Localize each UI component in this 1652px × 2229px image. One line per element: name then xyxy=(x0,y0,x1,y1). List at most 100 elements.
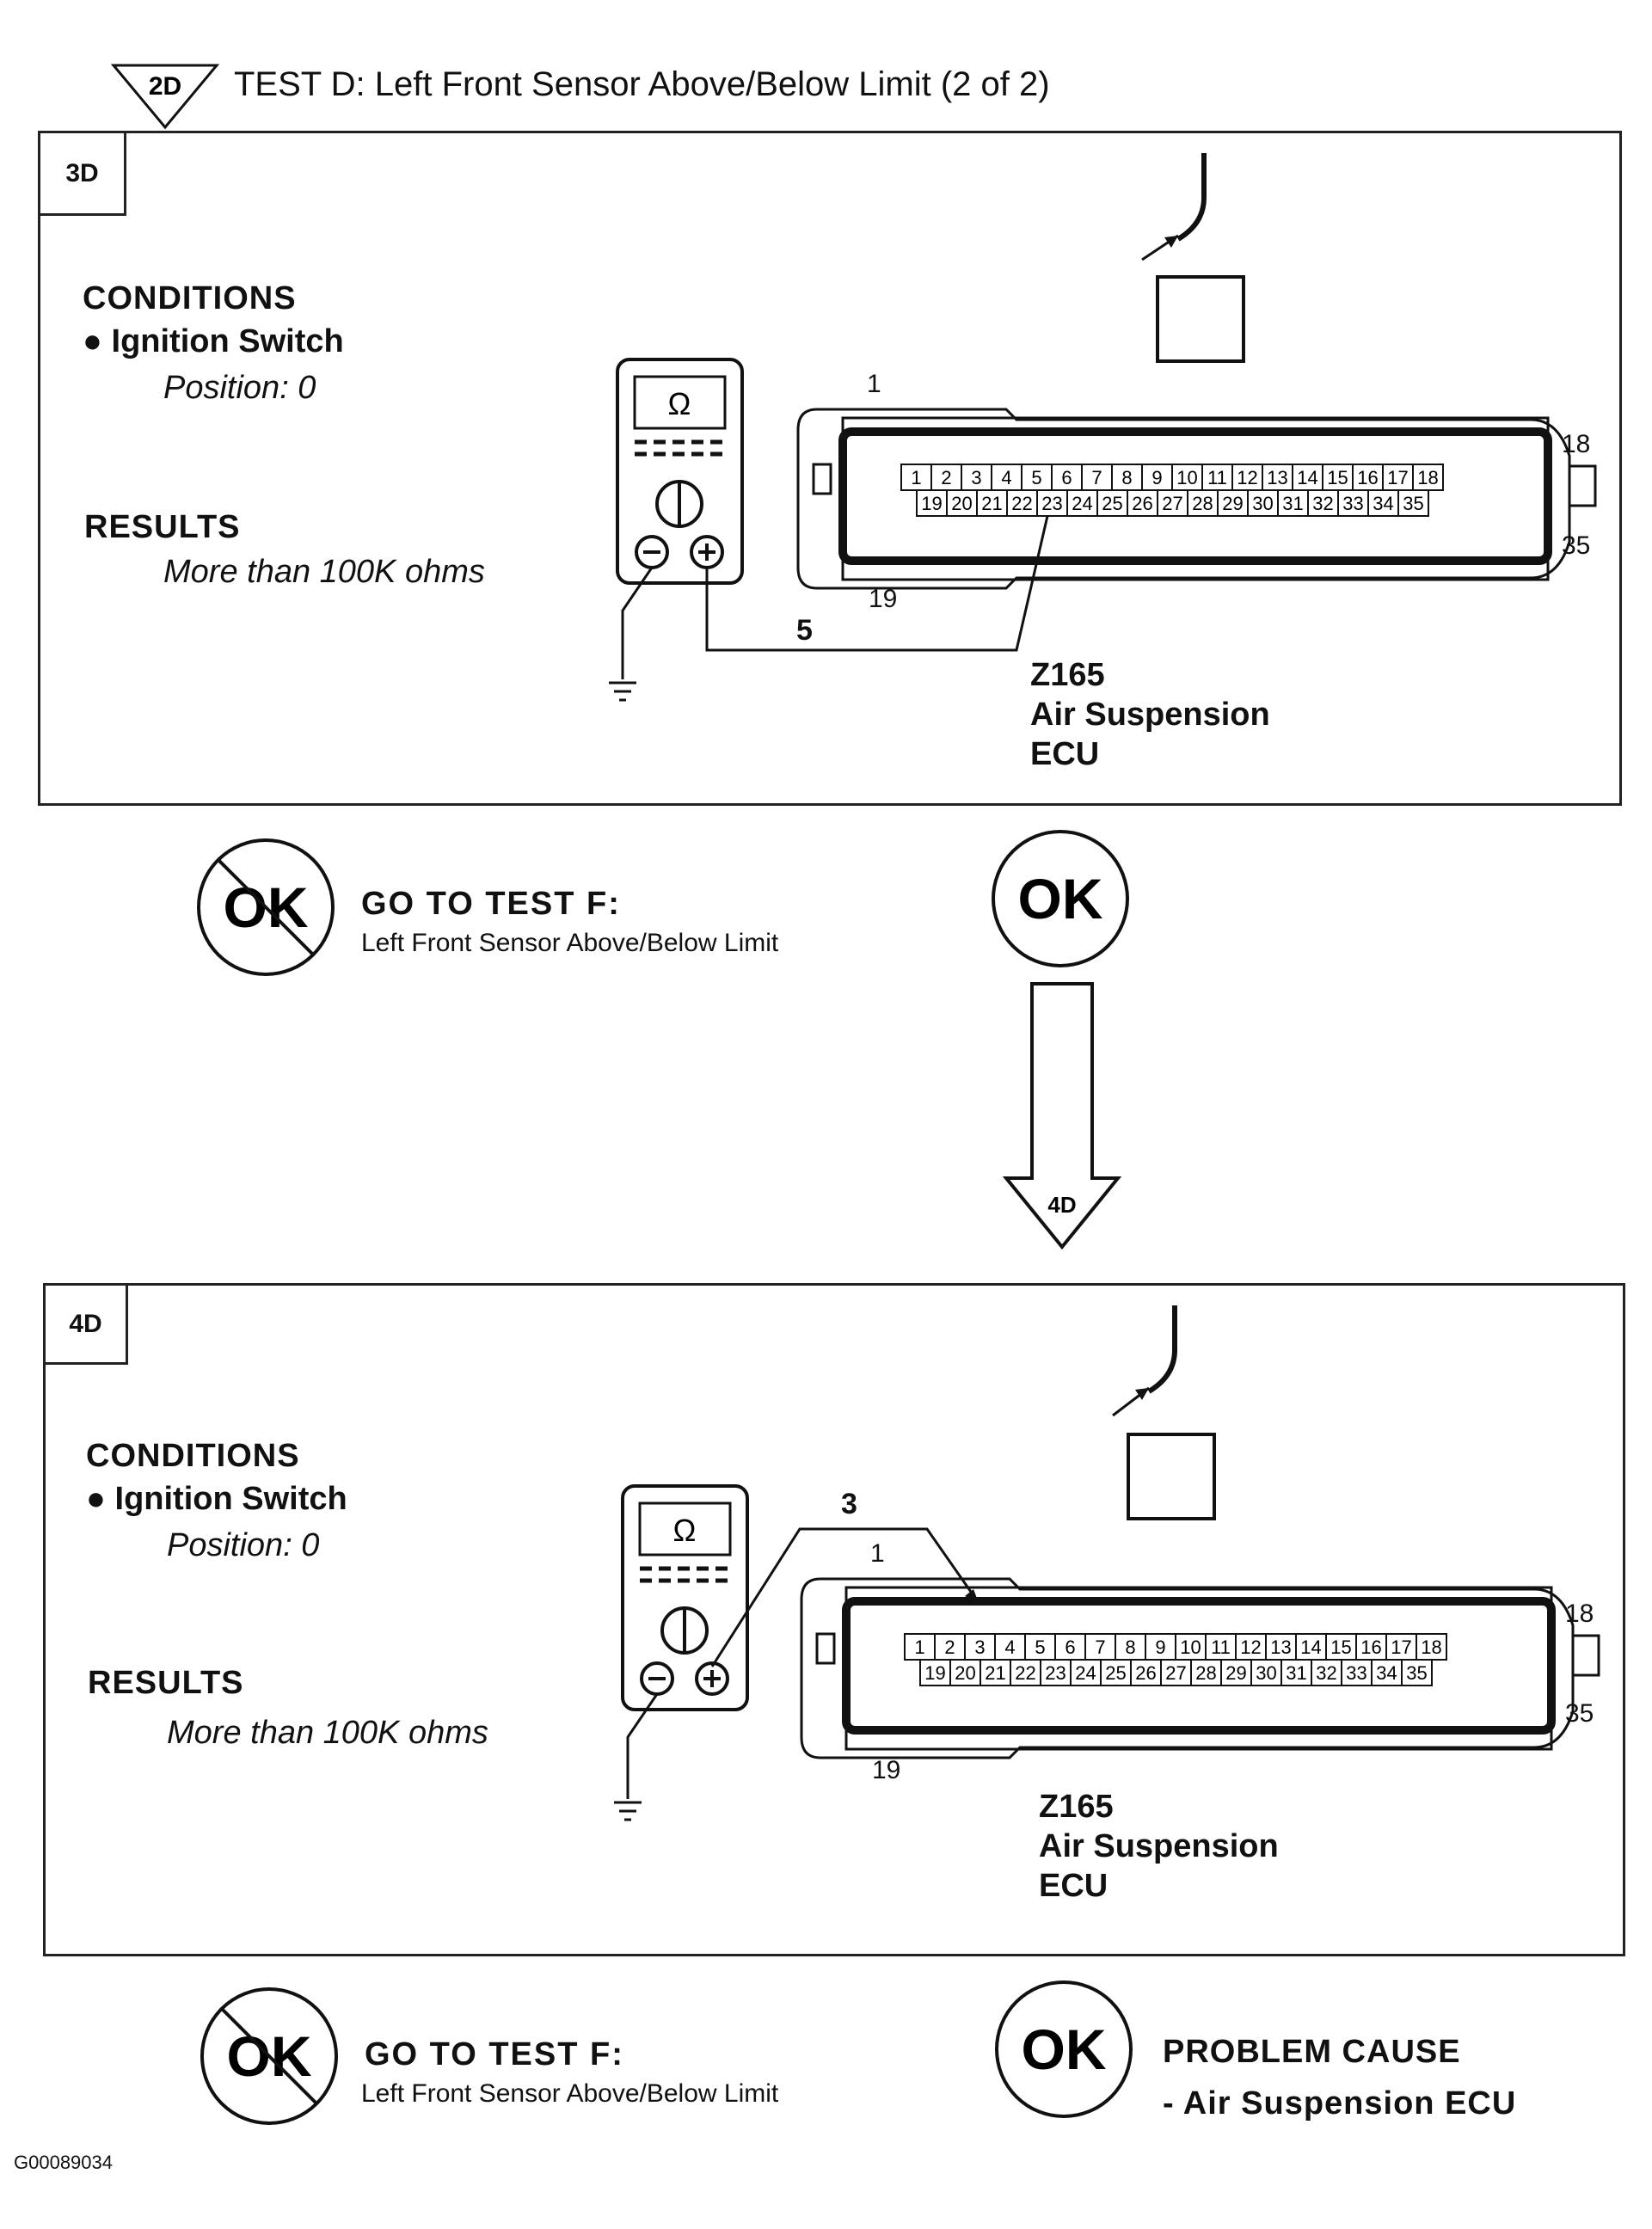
component-id: Z165 xyxy=(1030,657,1105,693)
pin-label-1: 1 xyxy=(870,1539,885,1568)
figure-code: G00089034 xyxy=(14,2152,113,2173)
condition-detail: Position: 0 xyxy=(167,1527,320,1563)
connector-pin-number: 22 xyxy=(1015,1662,1035,1684)
svg-text:4D: 4D xyxy=(1047,1192,1076,1218)
connector-pin-number: 27 xyxy=(1162,493,1182,514)
condition-item-label: Ignition Switch xyxy=(114,1481,347,1517)
connector-pin-number: 4 xyxy=(1004,1636,1015,1658)
connector-pin-number: 34 xyxy=(1373,493,1393,514)
connector-pin-number: 16 xyxy=(1360,1636,1381,1658)
connector-pin-number: 12 xyxy=(1237,467,1257,488)
step-label: 4D xyxy=(46,1286,128,1365)
connector-pin-number: 30 xyxy=(1252,493,1273,514)
connector-pin-number: 24 xyxy=(1072,493,1092,514)
wire-label: 5 xyxy=(796,614,813,647)
component-type: ECU xyxy=(1030,736,1100,772)
connector-pin-number: 7 xyxy=(1091,467,1102,488)
connector-pin-number: 13 xyxy=(1267,467,1287,488)
connector-pin-number: 26 xyxy=(1132,493,1152,514)
connector-pin-number: 30 xyxy=(1256,1662,1276,1684)
connector-pin-cell xyxy=(1397,489,1429,517)
connector-pin-number: 19 xyxy=(921,493,942,514)
connector-pin-number: 13 xyxy=(1270,1636,1291,1658)
problem-cause-item: - Air Suspension ECU xyxy=(1163,2085,1517,2122)
connector-pin-number: 32 xyxy=(1316,1662,1336,1684)
ohm-symbol: Ω xyxy=(673,1513,697,1548)
go-to-test-detail: Left Front Sensor Above/Below Limit xyxy=(361,929,779,957)
connector-pin-number: 12 xyxy=(1240,1636,1261,1658)
svg-text:OK: OK xyxy=(1022,2017,1107,2081)
page-title: TEST D: Left Front Sensor Above/Below Li… xyxy=(234,65,1050,103)
wire-label: 3 xyxy=(841,1488,857,1520)
connector-pin-number: 5 xyxy=(1035,1636,1045,1658)
connector-pin-number: 15 xyxy=(1330,1636,1351,1658)
conditions-heading: CONDITIONS xyxy=(86,1438,300,1474)
connector-pin-number: 15 xyxy=(1327,467,1348,488)
go-to-test-label: GO TO TEST F: xyxy=(365,2036,624,2072)
connector-pin-number: 1 xyxy=(911,467,921,488)
test-step-panel-3d: 3D xyxy=(38,131,1622,806)
go-to-test-detail: Left Front Sensor Above/Below Limit xyxy=(361,2079,779,2108)
connector-pin-number: 21 xyxy=(981,493,1002,514)
not-ok-icon: OK xyxy=(197,838,335,976)
ok-icon: OK xyxy=(992,830,1129,967)
step-marker-2d: 2D xyxy=(110,64,220,130)
pin-label-18: 18 xyxy=(1565,1600,1594,1628)
ok-icon: OK xyxy=(995,1980,1133,2118)
svg-text:OK: OK xyxy=(1018,867,1103,930)
connector-pin-number: 23 xyxy=(1041,493,1062,514)
wire-harness-icon xyxy=(1141,153,1245,363)
connector-pin-number: 8 xyxy=(1125,1636,1135,1658)
wire-harness-icon xyxy=(1112,1305,1216,1520)
condition-item: ● Ignition Switch xyxy=(86,1481,347,1518)
pin-label-35: 35 xyxy=(1562,531,1591,560)
connector-pin-number: 14 xyxy=(1297,467,1317,488)
connector-pin-number: 34 xyxy=(1376,1662,1397,1684)
connector-pin-number: 18 xyxy=(1421,1636,1441,1658)
condition-item-label: Ignition Switch xyxy=(111,323,344,359)
step-label: 3D xyxy=(40,133,126,216)
pin-label-18: 18 xyxy=(1562,430,1591,458)
not-ok-icon: OK xyxy=(200,1987,338,2125)
connector-pin-number: 17 xyxy=(1391,1636,1411,1658)
connector-pin-cell xyxy=(1401,1659,1433,1686)
ohmmeter-icon: Ω xyxy=(614,1484,749,1821)
connector-pin-number: 9 xyxy=(1151,467,1162,488)
pin-label-19: 19 xyxy=(872,1756,901,1784)
ohmmeter-icon: Ω xyxy=(609,358,744,702)
conditions-heading: CONDITIONS xyxy=(83,280,297,316)
connector-pin-number: 21 xyxy=(985,1662,1005,1684)
problem-cause-heading: PROBLEM CAUSE xyxy=(1163,2034,1461,2070)
bullet-icon: ● xyxy=(86,1481,106,1517)
problem-cause: PROBLEM CAUSE - Air Suspension ECU xyxy=(1163,2026,1516,2129)
connector-pin-number: 31 xyxy=(1282,493,1303,514)
connector-pin-number: 19 xyxy=(924,1662,945,1684)
connector-pin-number: 6 xyxy=(1065,1636,1075,1658)
component-type: ECU xyxy=(1039,1868,1108,1904)
connector-pin-number: 32 xyxy=(1312,493,1333,514)
connector-pin-number: 3 xyxy=(974,1636,985,1658)
connector-pin-number: 11 xyxy=(1207,467,1227,488)
connector-pin-number: 31 xyxy=(1286,1662,1306,1684)
connector-pin-number: 33 xyxy=(1346,1662,1366,1684)
connector-pin-number: 3 xyxy=(971,467,981,488)
bullet-icon: ● xyxy=(83,323,102,359)
connector-pin-number: 7 xyxy=(1095,1636,1105,1658)
connector-pin-number: 29 xyxy=(1222,493,1243,514)
connector-pin-number: 22 xyxy=(1011,493,1032,514)
connector-pin-number: 33 xyxy=(1342,493,1363,514)
results-heading: RESULTS xyxy=(84,509,241,545)
connector-pin-number: 26 xyxy=(1135,1662,1156,1684)
connector-pin-number: 10 xyxy=(1180,1636,1201,1658)
next-step-arrow-icon: 4D xyxy=(1002,982,1122,1250)
connector-pin-number: 23 xyxy=(1045,1662,1066,1684)
results-heading: RESULTS xyxy=(88,1665,244,1701)
connector-pin-number: 25 xyxy=(1102,493,1122,514)
connector-pin-number: 8 xyxy=(1121,467,1132,488)
pin-label-19: 19 xyxy=(869,585,898,613)
connector-pin-number: 29 xyxy=(1225,1662,1246,1684)
connector-pin-number: 35 xyxy=(1403,493,1423,514)
connector-pin-number: 25 xyxy=(1105,1662,1126,1684)
component-id: Z165 xyxy=(1039,1789,1114,1825)
